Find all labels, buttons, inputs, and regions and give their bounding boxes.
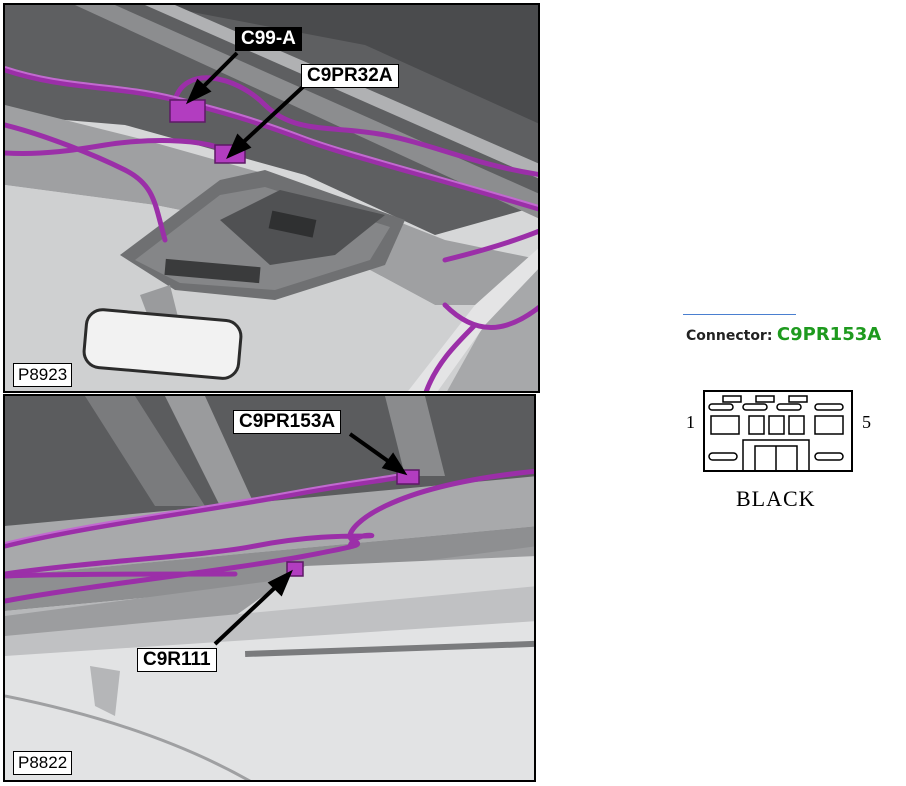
callout-c9pr32a: C9PR32A [301, 64, 399, 88]
callout-c99-a: C99-A [235, 27, 302, 51]
connector-housing [703, 390, 853, 472]
figure-roof-harness: C9PR153A C9R111 P8822 [3, 394, 536, 782]
connector-color-label: BLACK [736, 486, 816, 511]
callout-c9r111: C9R111 [137, 648, 217, 672]
pin-number-last: 5 [862, 412, 871, 432]
callout-c9pr153a: C9PR153A [233, 410, 342, 434]
connector-link-underline [683, 314, 796, 315]
pin-number-first: 1 [686, 412, 695, 432]
wiring-harness [5, 67, 538, 391]
rear-view-mirror [82, 308, 243, 380]
figure-id-label: P8822 [13, 751, 73, 775]
overhead-console-illustration [5, 5, 538, 391]
wiring-harness [5, 468, 534, 604]
pin-cavity-2 [748, 415, 765, 435]
connector-heading: Connector: C9PR153A [686, 324, 881, 345]
figure-id-label: P8923 [13, 363, 73, 387]
pin-cavity-5 [814, 415, 844, 435]
connector-heading-id: C9PR153A [776, 324, 882, 345]
pin-cavity-4 [788, 415, 805, 435]
roof-rail [75, 5, 538, 219]
connector-face-view [703, 390, 853, 472]
curtain-airbag [235, 556, 534, 621]
connector-heading-prefix: Connector: [686, 328, 773, 344]
pin-cavity-1 [710, 415, 740, 435]
pin-cavity-3 [768, 415, 785, 435]
figure-overhead-console: C99-A C9PR32A P8923 [3, 3, 540, 393]
roof-harness-illustration [5, 396, 534, 780]
connector-c99-a [169, 99, 206, 123]
